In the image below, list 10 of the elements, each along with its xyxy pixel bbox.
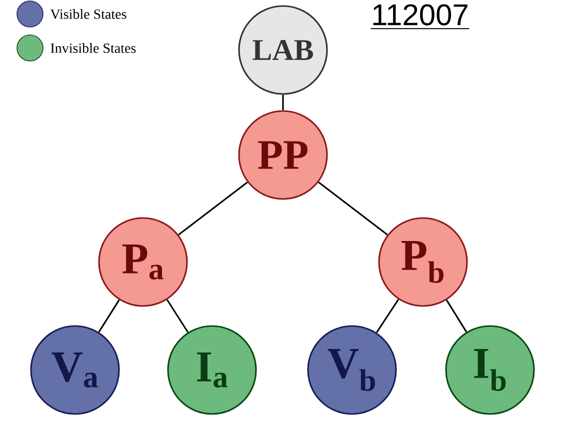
connector-line [376,299,400,333]
legend-label: Visible States [50,9,126,19]
connector-line [282,94,284,110]
title: 112007 [373,4,468,26]
legend-label: Invisible States [50,43,136,53]
connector-line [318,182,388,236]
connector-line [178,182,248,236]
connector-line [446,300,468,332]
connector-line [166,299,189,333]
connector-line [98,299,120,333]
